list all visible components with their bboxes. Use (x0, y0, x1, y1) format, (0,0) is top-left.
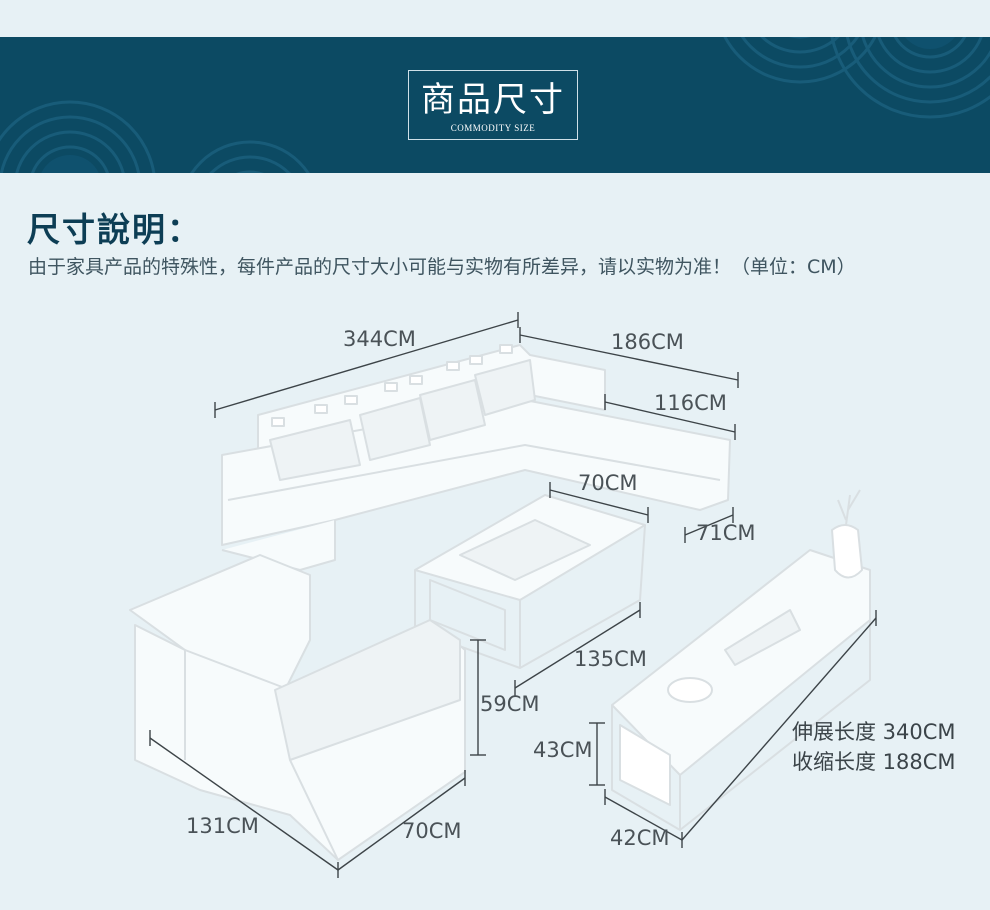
dim-tv-cabinet-depth: 42CM (610, 826, 670, 850)
dim-sofa-depth: 71CM (696, 521, 756, 545)
dim-table-width: 70CM (578, 471, 638, 495)
dim-armchair-depth: 70CM (402, 819, 462, 843)
dimension-lines (149, 312, 877, 878)
dim-chaise-width: 116CM (654, 391, 727, 415)
banner-title: 商品尺寸 (421, 80, 565, 120)
size-note: 由于家具产品的特殊性，每件产品的尺寸大小可能与实物有所差异，请以实物为准！（单位… (28, 256, 856, 278)
dim-armchair-length: 131CM (186, 814, 259, 838)
tv-cabinet-retracted-length: 收缩长度 188CM (792, 750, 956, 774)
dim-tv-cabinet-height: 43CM (533, 738, 593, 762)
furniture-dimension-diagram: 344CM 186CM 116CM 71CM 70CM 135CM 59CM 1… (129, 312, 877, 878)
section-title: 尺寸說明： (27, 210, 202, 249)
tv-cabinet-extended-length: 伸展长度 340CM (792, 720, 956, 744)
wave-pattern-decoration (0, 37, 990, 173)
dim-chaise-length: 186CM (611, 330, 684, 354)
dim-sofa-length: 344CM (343, 327, 416, 351)
dim-table-height: 59CM (480, 692, 540, 716)
dim-table-length: 135CM (574, 647, 647, 671)
banner-subtitle: COMMODITY SIZE (450, 123, 536, 133)
banner-title-box: 商品尺寸 COMMODITY SIZE (408, 70, 578, 140)
furniture-line-art (129, 344, 871, 861)
header-banner: 商品尺寸 COMMODITY SIZE (0, 37, 990, 173)
